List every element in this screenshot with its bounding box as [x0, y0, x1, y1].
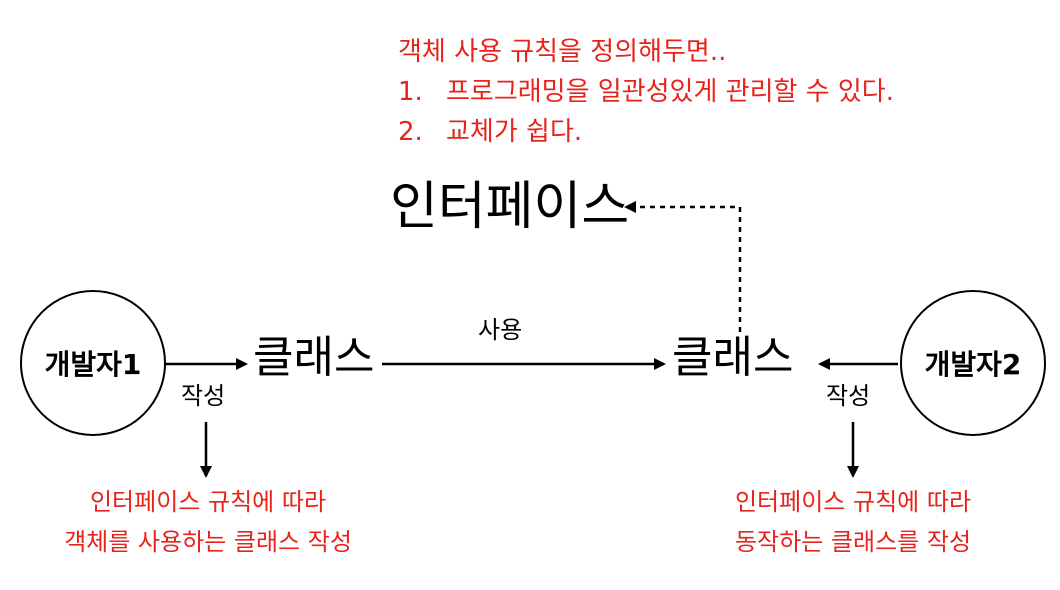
developer2-label: 개발자2 [924, 348, 1022, 381]
note-bottom-right: 인터페이스 규칙에 따라 동작하는 클래스를 작성 [688, 482, 1018, 562]
arrow-implements-dashed [624, 201, 742, 332]
top-note-item: 1. 프로그래밍을 일관성있게 관리할 수 있다. [398, 72, 894, 112]
note-bottom-right-line1: 인터페이스 규칙에 따라 [734, 488, 972, 516]
note-bottom-right-line2: 동작하는 클래스를 작성 [734, 528, 972, 556]
developer1-node: 개발자1 [20, 290, 166, 436]
interface-title: 인터페이스 [390, 177, 630, 237]
class-right: 클래스 [672, 332, 794, 383]
top-note-item-number: 2. [398, 117, 423, 147]
developer2-node: 개발자2 [900, 290, 1046, 436]
top-note: 객체 사용 규칙을 정의해두면.. 1. 프로그래밍을 일관성있게 관리할 수 있… [398, 32, 894, 152]
note-bottom-left: 인터페이스 규칙에 따라 객체를 사용하는 클래스 작성 [28, 482, 388, 562]
top-note-item: 2. 교체가 쉽다. [398, 112, 894, 152]
top-note-heading: 객체 사용 규칙을 정의해두면.. [398, 37, 727, 67]
label-write-right: 작성 [826, 382, 871, 410]
note-bottom-left-line1: 인터페이스 규칙에 따라 [89, 488, 327, 516]
note-bottom-left-line2: 객체를 사용하는 클래스 작성 [64, 528, 352, 556]
label-use: 사용 [478, 316, 523, 344]
top-note-item-text: 프로그래밍을 일관성있게 관리할 수 있다. [446, 77, 894, 107]
developer1-label: 개발자1 [44, 348, 142, 381]
top-note-item-text: 교체가 쉽다. [446, 117, 583, 147]
class-left: 클래스 [253, 332, 375, 383]
label-write-left: 작성 [181, 382, 226, 410]
top-note-item-number: 1. [398, 77, 423, 107]
